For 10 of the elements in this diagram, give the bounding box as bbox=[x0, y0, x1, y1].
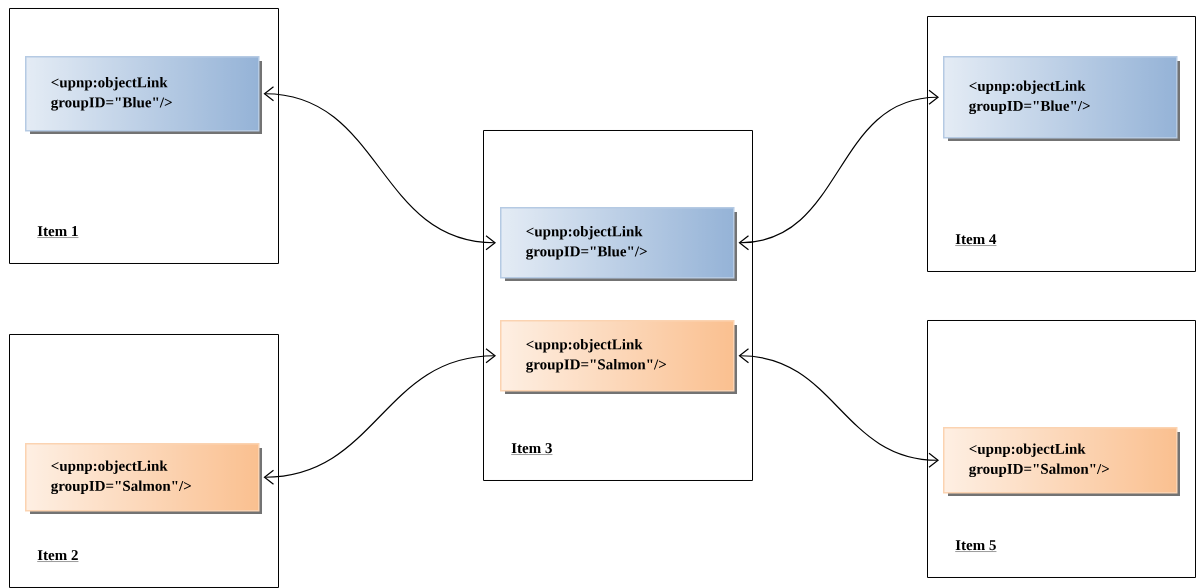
curved-arrow bbox=[263, 86, 496, 251]
link-box: <upnp:objectLink groupID="Blue"/> bbox=[500, 207, 737, 281]
link-box: <upnp:objectLink groupID="Blue"/> bbox=[25, 56, 262, 134]
link-box: <upnp:objectLink groupID="Salmon"/> bbox=[943, 427, 1180, 496]
curved-arrow bbox=[738, 348, 939, 468]
link-box: <upnp:objectLink groupID="Salmon"/> bbox=[25, 443, 262, 514]
curved-arrow bbox=[263, 348, 496, 485]
curved-arrow bbox=[738, 89, 939, 251]
link-box: <upnp:objectLink groupID="Salmon"/> bbox=[500, 320, 737, 394]
link-box: <upnp:objectLink groupID="Blue"/> bbox=[943, 56, 1180, 141]
